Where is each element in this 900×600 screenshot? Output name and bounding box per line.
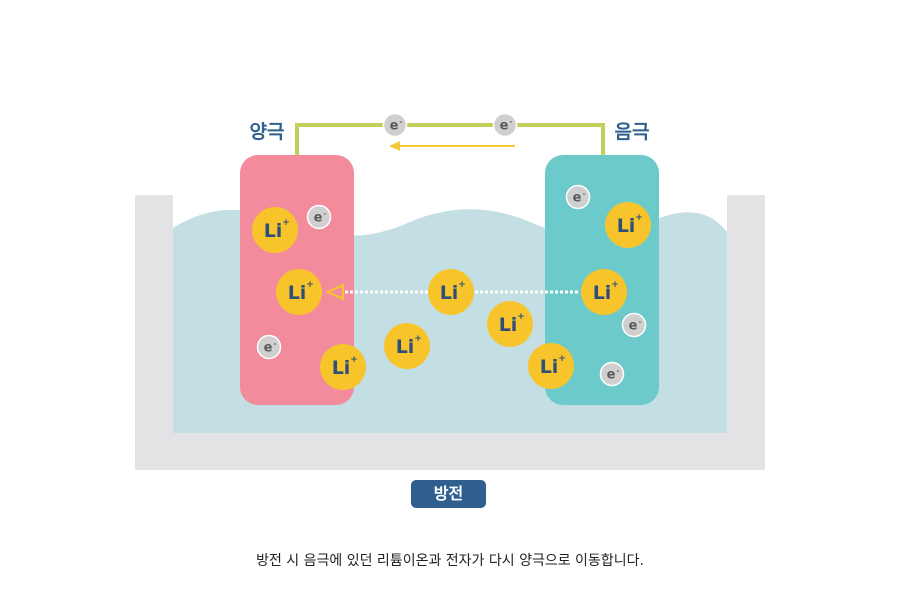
particles-layer: e-e-e-e-e-e-e-Li+Li+Li+Li+Li+Li+Li+Li+Li… (252, 112, 651, 390)
electron-charge: - (274, 340, 277, 348)
electron: e- (382, 112, 408, 138)
electron: e- (306, 204, 332, 230)
electron: e- (492, 112, 518, 138)
electron: e- (599, 361, 625, 387)
lithium-ion-symbol: Li (540, 356, 559, 378)
lithium-ion-charge: + (517, 312, 525, 322)
lithium-ion-charge: + (558, 354, 566, 364)
lithium-ion-circle (581, 269, 627, 315)
electron-charge: - (324, 210, 327, 218)
electron-symbol: e (629, 319, 638, 334)
electron: e- (565, 184, 591, 210)
electron-symbol: e (314, 211, 323, 226)
lithium-ion-circle (528, 343, 574, 389)
lithium-ion: Li+ (605, 202, 651, 248)
lithium-ion-charge: + (282, 218, 290, 228)
lithium-ion-circle (428, 269, 474, 315)
lithium-ion: Li+ (428, 269, 474, 315)
lithium-ion: Li+ (276, 269, 322, 315)
cathode-label: 양극 (250, 121, 285, 143)
lithium-ion-charge: + (350, 355, 358, 365)
electron-charge: - (400, 118, 403, 126)
lithium-ion-circle (384, 323, 430, 369)
lithium-ion-charge: + (635, 213, 643, 223)
lithium-ion-symbol: Li (396, 336, 415, 358)
electron-charge: - (617, 367, 620, 375)
anode-label: 음극 (615, 121, 650, 143)
electron-circle (382, 112, 408, 138)
caption: 방전 시 음극에 있던 리튬이온과 전자가 다시 양극으로 이동합니다. (256, 553, 644, 569)
electron-symbol: e (573, 191, 582, 206)
electron-circle (621, 312, 647, 338)
electron-flow-arrow (389, 141, 515, 151)
electron-symbol: e (390, 119, 399, 134)
lithium-ion-circle (605, 202, 651, 248)
lithium-ion-symbol: Li (264, 220, 283, 242)
electron-circle (306, 204, 332, 230)
lithium-ion-circle (487, 301, 533, 347)
lithium-ion-symbol: Li (593, 282, 612, 304)
lithium-ion-symbol: Li (440, 282, 459, 304)
lithium-ion-charge: + (414, 334, 422, 344)
container (135, 195, 765, 470)
lithium-ion: Li+ (384, 323, 430, 369)
electron-circle (492, 112, 518, 138)
lithium-ion: Li+ (252, 207, 298, 253)
lithium-ion: Li+ (528, 343, 574, 389)
mode-badge: 방전 (411, 480, 486, 508)
lithium-ion-symbol: Li (332, 357, 351, 379)
electron-charge: - (510, 118, 513, 126)
electron-symbol: e (500, 119, 509, 134)
lithium-ion: Li+ (487, 301, 533, 347)
electron-symbol: e (264, 341, 273, 356)
electron-symbol: e (607, 368, 616, 383)
electron: e- (256, 334, 282, 360)
electron-circle (599, 361, 625, 387)
lithium-ion: Li+ (320, 344, 366, 390)
lithium-ion-symbol: Li (499, 314, 518, 336)
external-wire (295, 123, 605, 157)
lithium-ion: Li+ (581, 269, 627, 315)
electron-charge: - (583, 190, 586, 198)
lithium-ion-charge: + (611, 280, 619, 290)
electron-circle (256, 334, 282, 360)
electron-circle (565, 184, 591, 210)
lithium-ion-circle (252, 207, 298, 253)
electron-charge: - (639, 318, 642, 326)
lithium-ion-symbol: Li (617, 215, 636, 237)
lithium-ion-circle (320, 344, 366, 390)
electron: e- (621, 312, 647, 338)
lithium-ion-circle (276, 269, 322, 315)
lithium-ion-symbol: Li (288, 282, 307, 304)
lithium-ion-charge: + (306, 280, 314, 290)
lithium-ion-charge: + (458, 280, 466, 290)
